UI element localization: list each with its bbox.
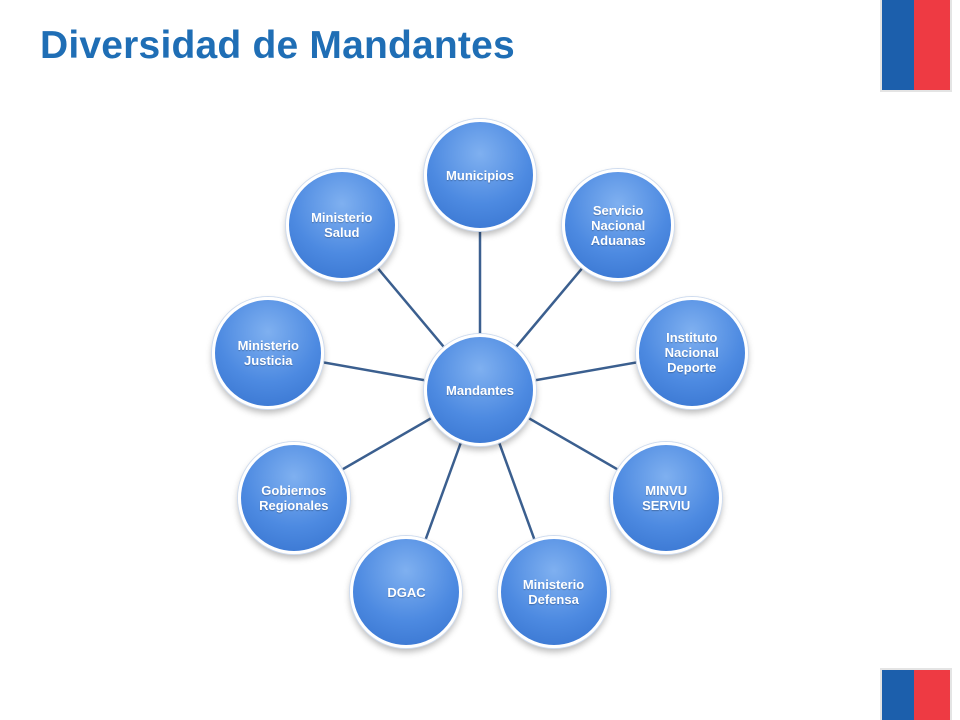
flag-blue-band bbox=[882, 670, 914, 720]
node-ministerio-defensa: Ministerio Defensa bbox=[497, 536, 610, 649]
node-servicio-nacional-aduanas: Servicio Nacional Aduanas bbox=[562, 169, 675, 282]
flag-blue-band bbox=[882, 0, 914, 90]
flag-red-band bbox=[914, 670, 950, 720]
node-dgac: DGAC bbox=[350, 536, 463, 649]
chile-flag-stripe-bottom bbox=[882, 670, 950, 720]
node-ministerio-justicia: Ministerio Justicia bbox=[212, 296, 325, 409]
node-minvu-serviu: MINVU SERVIU bbox=[610, 441, 723, 554]
node-hub-mandantes: Mandantes bbox=[424, 334, 536, 446]
node-municipios: Municipios bbox=[424, 119, 536, 231]
flag-red-band bbox=[914, 0, 950, 90]
node-instituto-nacional-deporte: Instituto Nacional Deporte bbox=[635, 296, 748, 409]
chile-flag-stripe-top bbox=[882, 0, 950, 90]
node-ministerio-salud: Ministerio Salud bbox=[285, 169, 398, 282]
node-gobiernos-regionales: Gobiernos Regionales bbox=[237, 441, 350, 554]
slide-title: Diversidad de Mandantes bbox=[40, 24, 515, 67]
